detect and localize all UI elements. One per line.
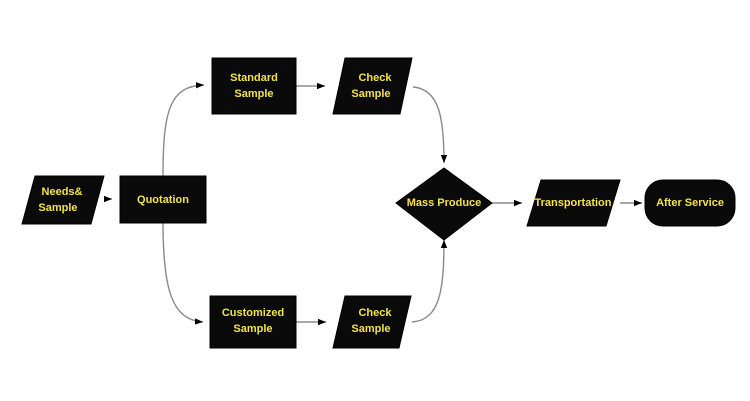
edge-check-top-to-mass	[412, 86, 448, 164]
edge-check-bottom-to-mass	[411, 239, 448, 323]
check-sample-top-shape[interactable]	[332, 57, 413, 115]
needs-sample-shape[interactable]	[21, 175, 105, 225]
after-service-shape[interactable]	[644, 179, 736, 227]
edge-quotation-to-customized	[162, 221, 204, 325]
standard-sample-shape[interactable]	[211, 57, 297, 115]
node-check-sample-top[interactable]: Check Sample	[332, 57, 413, 115]
node-quotation[interactable]: Quotation	[119, 175, 207, 224]
edge-quotation-to-standard	[162, 82, 205, 177]
node-customized-sample[interactable]: Customized Sample	[209, 295, 297, 349]
mass-produce-shape[interactable]	[395, 167, 493, 241]
node-mass-produce[interactable]: Mass Produce	[395, 167, 493, 241]
check-sample-bottom-shape[interactable]	[332, 295, 412, 349]
quotation-shape[interactable]	[119, 175, 207, 224]
node-check-sample-bottom[interactable]: Check Sample	[332, 295, 412, 349]
node-transportation[interactable]: Transportation	[526, 179, 621, 227]
transportation-shape[interactable]	[526, 179, 621, 227]
node-needs-sample[interactable]: Needs& Sample	[21, 175, 105, 225]
node-standard-sample[interactable]: Standard Sample	[211, 57, 297, 115]
customized-sample-shape[interactable]	[209, 295, 297, 349]
connector-group	[104, 82, 642, 326]
node-after-service[interactable]: After Service	[644, 179, 736, 227]
